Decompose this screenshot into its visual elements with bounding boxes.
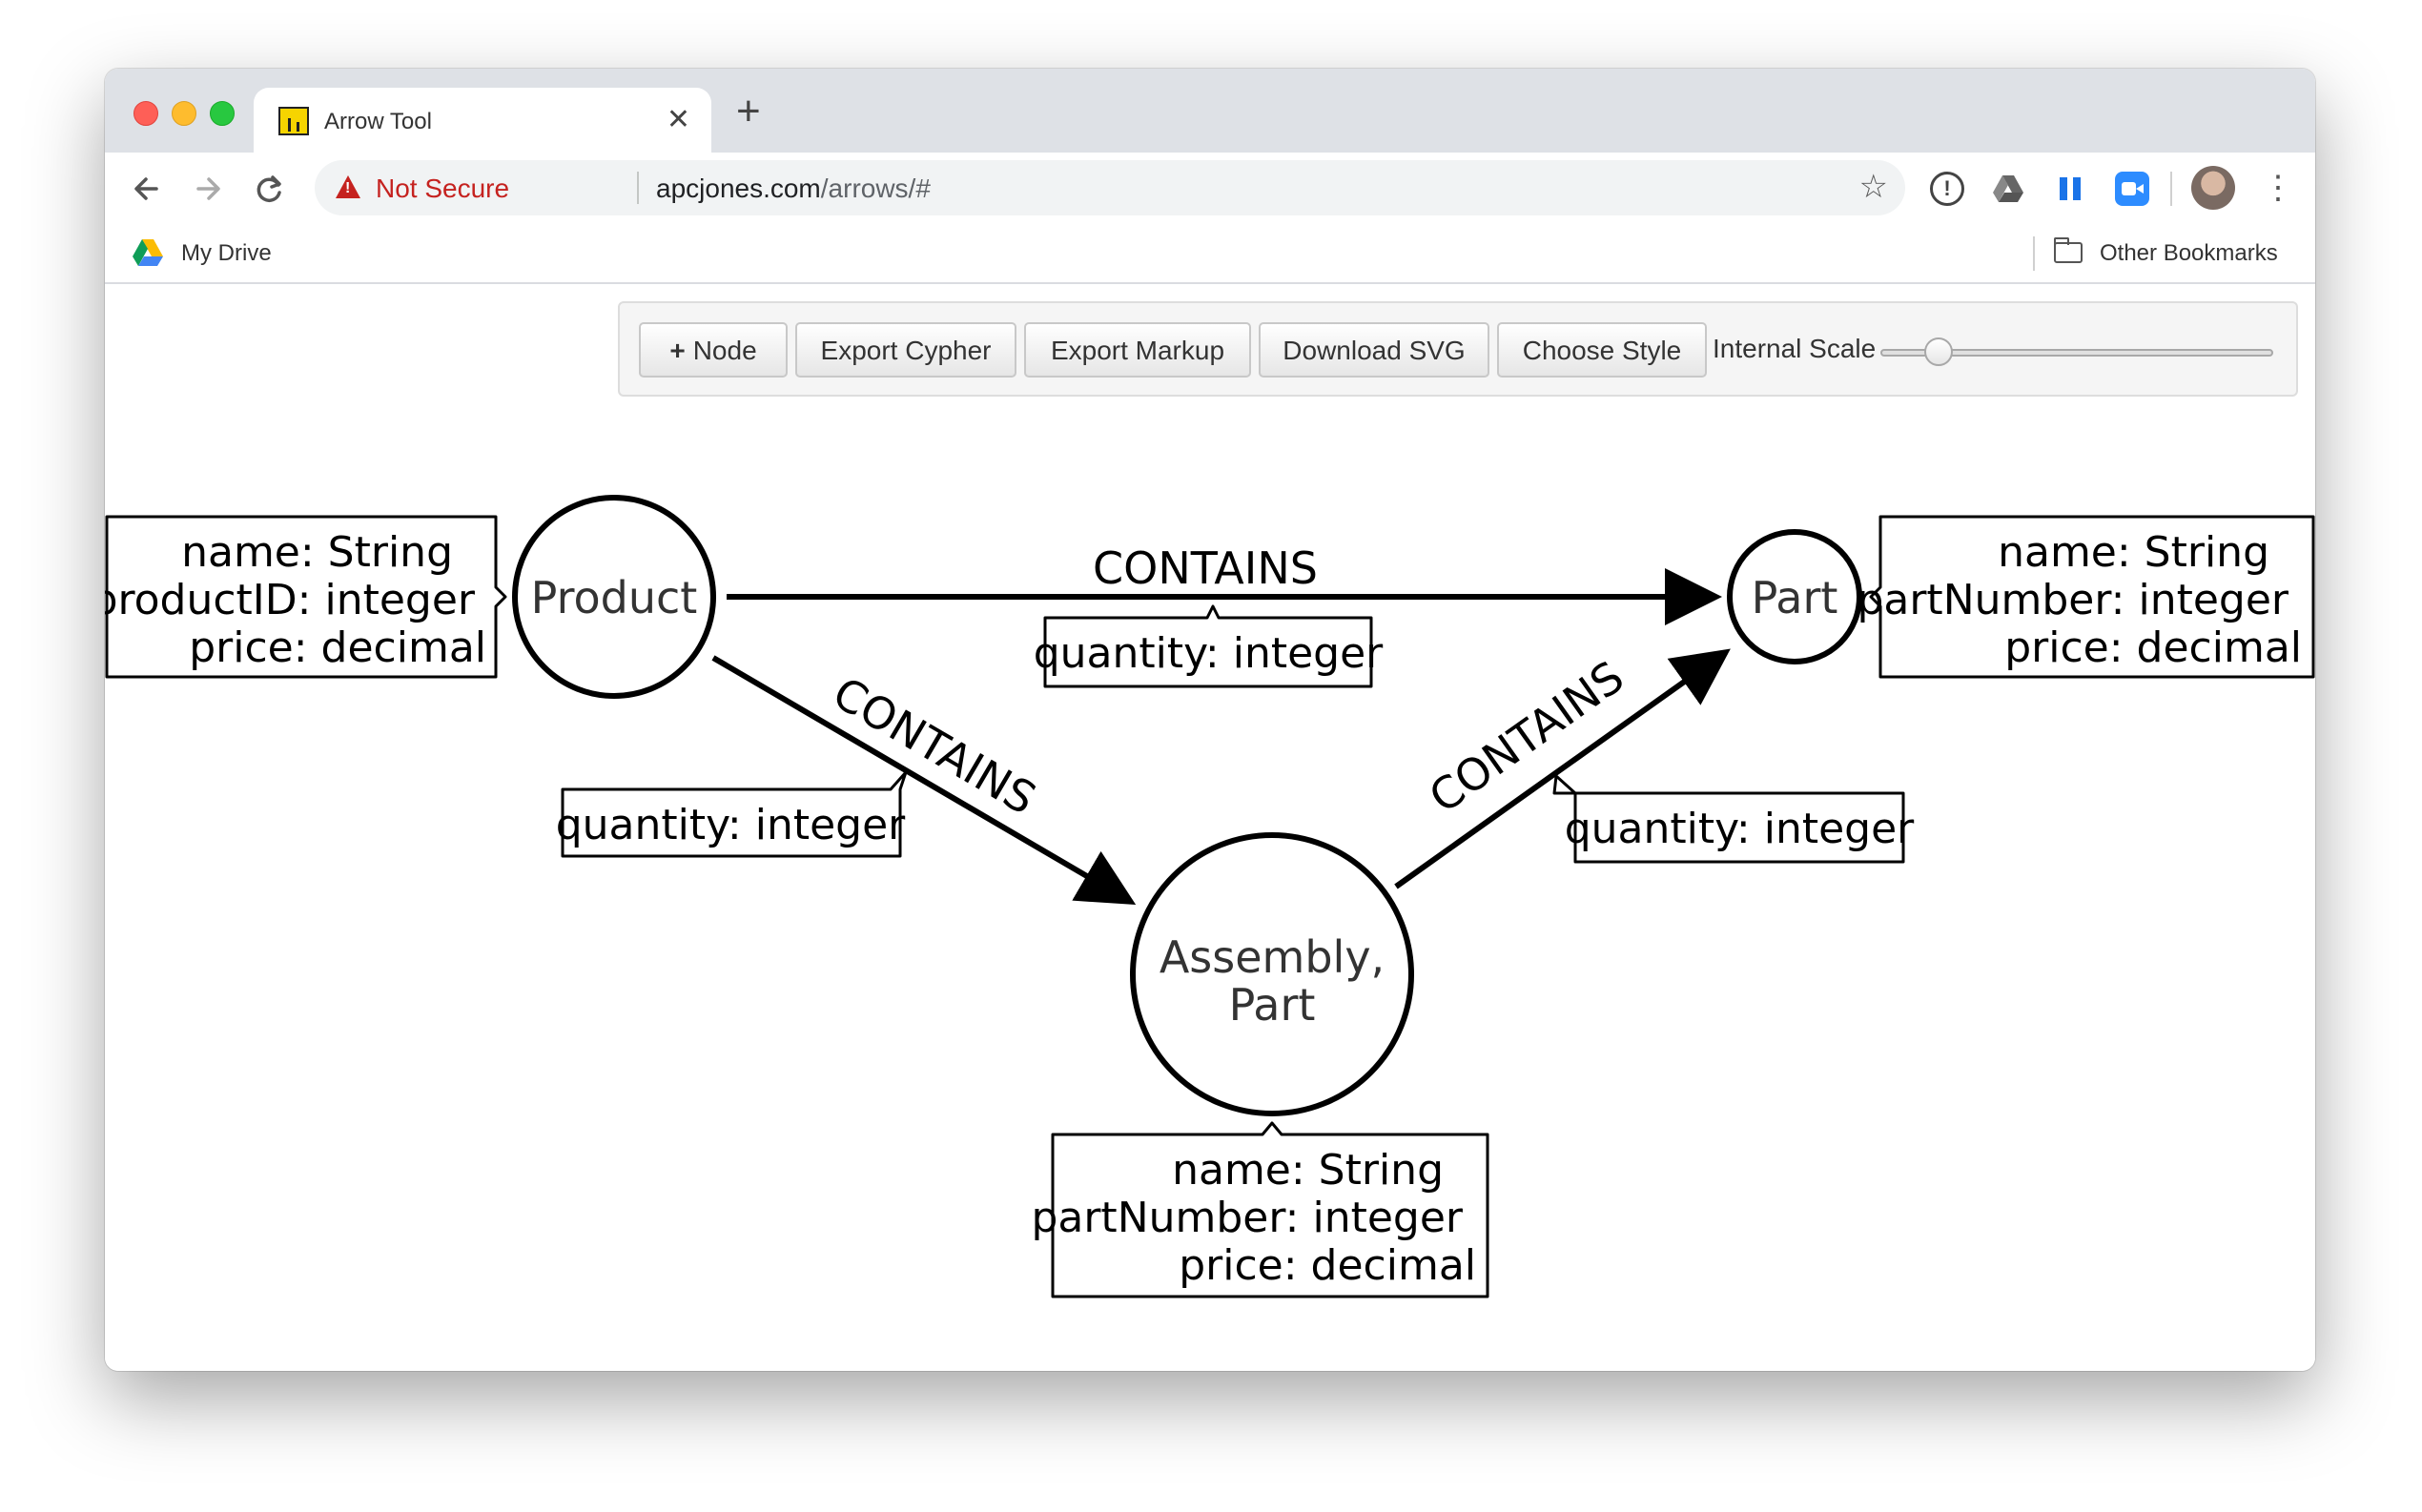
url-domain: apcjones.com xyxy=(656,174,821,203)
arrow-right-icon xyxy=(196,177,220,200)
forward-button[interactable] xyxy=(183,164,233,214)
relationship-arrow-product-assembly[interactable] xyxy=(711,655,1137,906)
internal-scale-slider[interactable] xyxy=(1880,349,2273,357)
node-property-text: productID: integer xyxy=(105,576,476,624)
node-property-text: name: String xyxy=(1998,528,2269,577)
node-caption: Assembly, xyxy=(1160,931,1385,983)
toolbar-separator xyxy=(2170,172,2172,206)
url-text[interactable]: apcjones.com/arrows/# xyxy=(656,174,931,204)
browser-toolbar: ! Not Secure apcjones.com/arrows/# ☆ ! ⋮ xyxy=(105,153,2315,225)
bookmarks-bar: My Drive Other Bookmarks xyxy=(105,225,2315,284)
tab-strip: Arrow Tool ✕ + xyxy=(105,69,2315,153)
page-content: +Node Export Cypher Export Markup Downlo… xyxy=(105,284,2315,1371)
node-property-text: name: String xyxy=(181,528,453,577)
arrow-left-icon xyxy=(134,177,158,200)
relationship-type-label: CONTAINS xyxy=(1093,542,1318,594)
bookmark-my-drive[interactable]: My Drive xyxy=(181,240,272,266)
node-properties-box[interactable]: name: String partNumber: integer price: … xyxy=(1031,1121,1489,1298)
bookmarks-separator xyxy=(2033,236,2035,271)
node-product[interactable]: Product xyxy=(512,495,716,699)
drive-logo-icon xyxy=(133,239,163,266)
warning-icon: ! xyxy=(336,175,360,198)
security-status[interactable]: Not Secure xyxy=(376,174,510,203)
node-property-text: price: decimal xyxy=(1179,1241,1476,1290)
close-tab-icon[interactable]: ✕ xyxy=(666,104,690,135)
address-separator xyxy=(637,172,639,204)
slider-thumb[interactable] xyxy=(1923,337,1953,366)
reload-button[interactable] xyxy=(244,164,294,214)
node-caption: Product xyxy=(531,572,698,623)
bookmark-star-icon[interactable]: ☆ xyxy=(1858,169,1888,205)
node-property-text: price: decimal xyxy=(2004,623,2302,672)
tab-arrow-tool[interactable]: Arrow Tool ✕ xyxy=(254,88,711,153)
relationship-properties-box[interactable]: quantity: integer xyxy=(1034,604,1384,688)
relationship-property-text: quantity: integer xyxy=(1565,805,1915,853)
export-markup-button[interactable]: Export Markup xyxy=(1024,322,1251,378)
other-bookmarks[interactable]: Other Bookmarks xyxy=(2100,240,2278,266)
download-svg-button[interactable]: Download SVG xyxy=(1259,322,1489,378)
internal-scale-label: Internal Scale xyxy=(1713,334,1877,363)
more-menu-icon[interactable]: ⋮ xyxy=(2262,170,2294,206)
close-window-button[interactable] xyxy=(133,101,158,126)
node-caption: Part xyxy=(1752,572,1838,623)
node-property-text: partNumber: integer xyxy=(1857,576,2289,624)
arrow-tool-favicon-icon xyxy=(278,107,309,135)
node-property-text: price: decimal xyxy=(189,623,486,672)
node-caption: Part xyxy=(1229,979,1316,1031)
relationship-properties-box[interactable]: quantity: integer xyxy=(556,770,908,858)
google-drive-icon xyxy=(132,238,164,272)
node-properties-box[interactable]: name: String productID: integer price: d… xyxy=(105,515,507,679)
browser-window: Arrow Tool ✕ + ! Not Secure apcjones.com… xyxy=(105,69,2315,1371)
folder-icon xyxy=(2054,237,2083,263)
choose-style-button[interactable]: Choose Style xyxy=(1497,322,1707,378)
profile-avatar[interactable] xyxy=(2191,166,2235,210)
pause-icon[interactable] xyxy=(2054,172,2088,206)
relationship-property-text: quantity: integer xyxy=(556,801,906,849)
tab-title: Arrow Tool xyxy=(324,109,432,134)
reload-icon xyxy=(257,175,281,202)
node-assembly-part[interactable]: Assembly, Part xyxy=(1130,832,1414,1116)
export-cypher-button[interactable]: Export Cypher xyxy=(795,322,1016,378)
new-tab-button[interactable]: + xyxy=(736,88,761,134)
relationship-properties-box[interactable]: quantity: integer xyxy=(1552,774,1915,864)
url-path: /arrows/# xyxy=(820,174,931,203)
back-button[interactable] xyxy=(122,164,172,214)
app-toolbar: +Node Export Cypher Export Markup Downlo… xyxy=(618,301,2298,397)
node-property-text: partNumber: integer xyxy=(1031,1194,1463,1242)
zoom-icon[interactable] xyxy=(2115,172,2149,206)
address-bar[interactable]: ! Not Secure apcjones.com/arrows/# ☆ xyxy=(315,160,1905,215)
maximize-window-button[interactable] xyxy=(210,101,235,126)
node-property-text: name: String xyxy=(1172,1146,1444,1195)
node-part[interactable]: Part xyxy=(1727,529,1862,664)
add-node-button[interactable]: +Node xyxy=(639,322,788,378)
node-properties-box[interactable]: name: String partNumber: integer price: … xyxy=(1857,515,2315,679)
google-drive-icon[interactable] xyxy=(1991,172,2025,206)
minimize-window-button[interactable] xyxy=(172,101,196,126)
plus-icon: + xyxy=(669,336,686,365)
info-icon[interactable]: ! xyxy=(1930,172,1964,206)
relationship-property-text: quantity: integer xyxy=(1034,629,1384,678)
drive-extension-icon xyxy=(1993,175,2023,202)
add-node-label: Node xyxy=(692,336,757,365)
graph-canvas[interactable]: CONTAINS CONTAINS CONTAINS quantity: int… xyxy=(105,284,2315,1371)
relationship-arrow-assembly-part[interactable] xyxy=(1394,648,1731,889)
